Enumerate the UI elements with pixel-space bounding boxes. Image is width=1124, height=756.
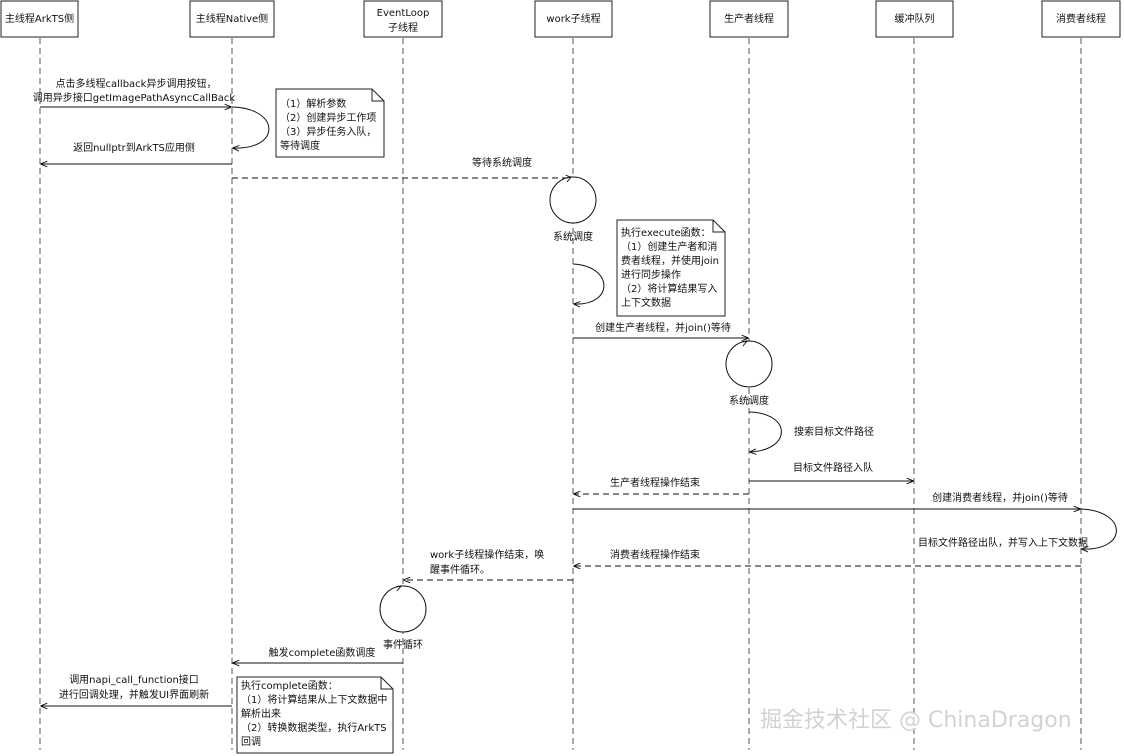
- note3-line5: 回调: [241, 736, 261, 748]
- msg-return-nullptr-label: 返回nullptr到ArkTS应用侧: [73, 141, 195, 154]
- participant-eventloop-label: EventLoop: [377, 8, 430, 19]
- activation-system-schedule-1-label: 系统调度: [553, 230, 593, 243]
- participant-eventloop-label2: 子线程: [388, 21, 418, 34]
- note2-line6: 上下文数据: [621, 296, 671, 309]
- participant-arkts: 主线程ArkTS侧: [0, 0, 79, 38]
- participant-native-label: 主线程Native侧: [196, 12, 268, 25]
- note2-line5: （2）将计算结果写入: [621, 282, 717, 295]
- msg-wake-eventloop-label-2: 醒事件循环。: [430, 563, 490, 576]
- activation-system-schedule-2-label: 系统调度: [729, 394, 769, 407]
- msg-call-async-label-2: 调用异步接口getImagePathAsyncCallBack: [33, 91, 236, 104]
- note3-line3: 解析出来: [241, 707, 281, 720]
- participant-consumer: 消费者线程: [1041, 0, 1121, 38]
- note2-line4: 进行同步操作: [621, 268, 681, 281]
- note2-line1: 执行execute函数：: [621, 226, 711, 239]
- participant-producer-label: 生产者线程: [724, 12, 774, 25]
- participant-producer: 生产者线程: [709, 0, 789, 38]
- msg-consumer-done-label: 消费者线程操作结束: [610, 548, 700, 561]
- msg-enqueue-label: 目标文件路径入队: [793, 461, 873, 474]
- note1-line1: （1）解析参数: [280, 97, 346, 110]
- note3-line1: 执行complete函数：: [241, 679, 338, 692]
- note-complete: 执行complete函数： （1）将计算结果从上下文数据中 解析出来 （2）转换…: [236, 676, 394, 754]
- consumer-self-call-arrow: [1080, 508, 1117, 549]
- participant-buffer: 缓冲队列: [875, 0, 954, 38]
- watermark: 掘金技术社区 @ ChinaDragon: [760, 708, 1072, 733]
- work-self-call-arrow: [572, 263, 605, 304]
- note2-line2: （1）创建生产者和消: [621, 240, 717, 253]
- note-execute: 执行execute函数： （1）创建生产者和消 费者线程，并使用join 进行同…: [616, 219, 726, 317]
- note1-line3: （3）异步任务入队，: [280, 125, 376, 138]
- note1-line2: （2）创建异步工作项: [280, 111, 376, 124]
- msg-create-consumer-label: 创建消费者线程，并join()等待: [932, 491, 1068, 504]
- participant-arkts-label: 主线程ArkTS侧: [5, 12, 74, 25]
- activation-event-loop: 事件循环: [379, 585, 427, 651]
- msg-wake-eventloop-label-1: work子线程操作结束，唤: [430, 548, 544, 561]
- producer-self-call-arrow: [748, 411, 782, 452]
- activation-system-schedule-1: 系统调度: [549, 176, 597, 243]
- msg-call-async-label-1: 点击多线程callback异步调用按钮，: [56, 77, 217, 90]
- msg-create-producer-label: 创建生产者线程，并join()等待: [595, 321, 731, 334]
- participant-consumer-label: 消费者线程: [1056, 12, 1106, 25]
- note3-line4: （2）转换数据类型，执行ArkTS: [241, 721, 387, 734]
- msg-search-path-label: 搜索目标文件路径: [794, 425, 874, 438]
- participant-work: work子线程: [534, 0, 613, 38]
- participant-eventloop: EventLoop 子线程: [363, 0, 443, 38]
- activation-system-schedule-2: 系统调度: [725, 340, 773, 407]
- native-self-call-arrow: [231, 106, 270, 148]
- participant-work-label: work子线程: [546, 12, 600, 25]
- msg-dequeue-label: 目标文件路径出队，并写入上下文数据: [918, 536, 1088, 549]
- note1-line4: 等待调度: [280, 139, 320, 152]
- note3-line2: （1）将计算结果从上下文数据中: [241, 693, 387, 706]
- participant-native: 主线程Native侧: [189, 0, 275, 38]
- msg-napi-callback-label-2: 进行回调处理，并触发UI界面刷新: [59, 688, 209, 701]
- msg-napi-callback-label-1: 调用napi_call_function接口: [69, 673, 199, 686]
- msg-trigger-complete-label: 触发complete函数调度: [269, 646, 376, 659]
- participant-buffer-label: 缓冲队列: [895, 12, 935, 25]
- activation-event-loop-label: 事件循环: [383, 638, 423, 651]
- note-native-steps: （1）解析参数 （2）创建异步工作项 （3）异步任务入队， 等待调度: [275, 88, 385, 158]
- msg-wait-schedule-label: 等待系统调度: [472, 156, 532, 169]
- note2-line3: 费者线程，并使用join: [621, 254, 719, 267]
- msg-producer-done-label: 生产者线程操作结束: [610, 476, 700, 489]
